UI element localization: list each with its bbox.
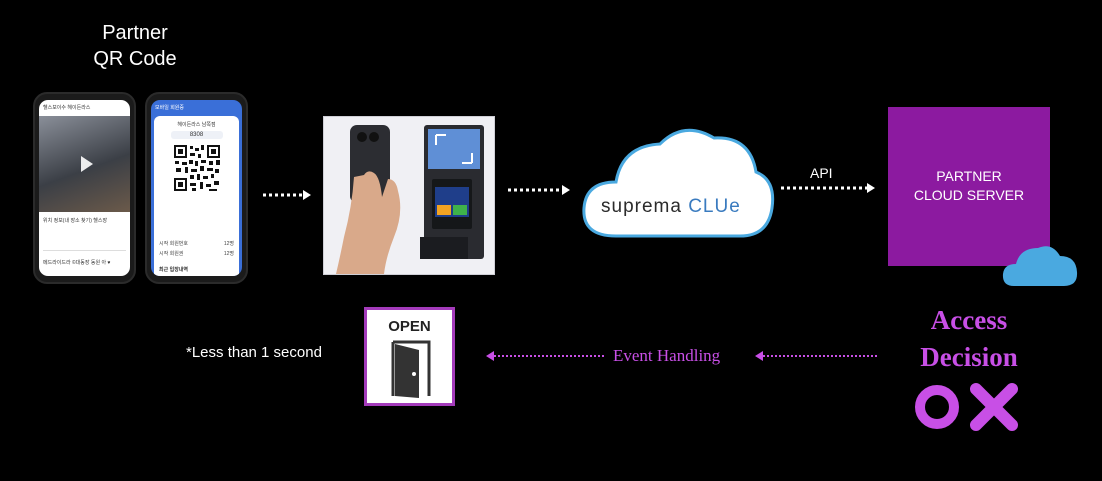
info-row-1-label: 시작 회원번호	[159, 241, 188, 247]
info-row-2-label: 시작 회원권	[159, 251, 184, 257]
partner-cloud-server: PARTNER CLOUD SERVER	[888, 107, 1050, 266]
suprema-clue-logo: suprema CLUe	[601, 196, 741, 218]
latency-note: *Less than 1 second	[186, 344, 322, 361]
play-icon[interactable]	[81, 156, 93, 172]
title-line-2: QR Code	[93, 48, 177, 70]
access-decision-line-2: Decision	[920, 342, 1018, 372]
divider	[43, 250, 126, 251]
logo-brand: suprema	[601, 196, 682, 217]
partner-qr-title: Partner QR Code	[60, 20, 210, 72]
door-open-icon	[391, 340, 431, 398]
phone-qr-screen: 모바일 회원증 헤이든라스 남쪽점 8308	[145, 92, 248, 284]
phone-right-header: 모바일 회원증	[155, 105, 184, 111]
x-icon	[970, 383, 1018, 431]
logo-product: CLUe	[688, 196, 741, 217]
membership-card: 헤이든라스 남쪽점 8308	[154, 116, 239, 276]
qr-code-icon[interactable]	[172, 144, 221, 192]
info-row-1: 시작 회원번호 12명	[159, 240, 234, 247]
arrow-phone-to-device	[263, 190, 311, 200]
workout-video-thumbnail[interactable]	[39, 116, 130, 212]
arrow-device-to-cloud	[508, 185, 570, 195]
server-label-line-2: CLOUD SERVER	[913, 187, 1025, 203]
phone-screen-left: 헬스보이수 헤이든라스 위치 정보(내 장소 찾기) 헬스장 메드라이드라 ©대…	[39, 100, 130, 276]
phone-app-screen: 헬스보이수 헤이든라스 위치 정보(내 장소 찾기) 헬스장 메드라이드라 ©대…	[33, 92, 136, 284]
info-row-2: 시작 회원권 12명	[159, 250, 234, 257]
arrow-cloud-to-server	[781, 183, 875, 193]
circle-o-icon	[915, 385, 959, 429]
small-cloud-icon	[1002, 246, 1078, 286]
event-handling-label: Event Handling	[613, 346, 721, 365]
open-label: OPEN	[388, 318, 431, 335]
phone-left-caption: 위치 정보(내 장소 찾기) 헬스장	[43, 218, 108, 224]
title-line-1: Partner	[102, 22, 168, 44]
phone-left-header: 헬스보이수 헤이든라스	[43, 105, 91, 111]
gym-name: 헤이든라스 남쪽점	[177, 122, 216, 128]
device-scan-image	[323, 116, 495, 275]
member-code: 8308	[170, 131, 223, 139]
server-label-line-1: PARTNER	[936, 168, 1002, 184]
api-label: API	[810, 165, 833, 181]
access-decision-line-1: Access	[930, 305, 1008, 335]
phone-screen-right: 모바일 회원증 헤이든라스 남쪽점 8308	[151, 100, 242, 276]
arrow-event-to-open	[486, 351, 606, 361]
access-decision-label: Access Decision	[895, 302, 1043, 376]
hand-phone-reader-illustration	[336, 125, 484, 274]
server-label: PARTNER CLOUD SERVER	[888, 167, 1050, 205]
open-door-box: OPEN	[364, 307, 455, 406]
recent-entry-heading: 최근 입장내역	[159, 267, 188, 273]
phone-left-footer: 메드라이드라 ©대동장 동원 아 ♥	[43, 260, 111, 266]
info-row-1-value: 12명	[223, 241, 234, 247]
arrow-decision-to-event	[755, 351, 879, 361]
info-row-2-value: 12명	[223, 251, 234, 257]
cloud-icon	[582, 128, 775, 238]
